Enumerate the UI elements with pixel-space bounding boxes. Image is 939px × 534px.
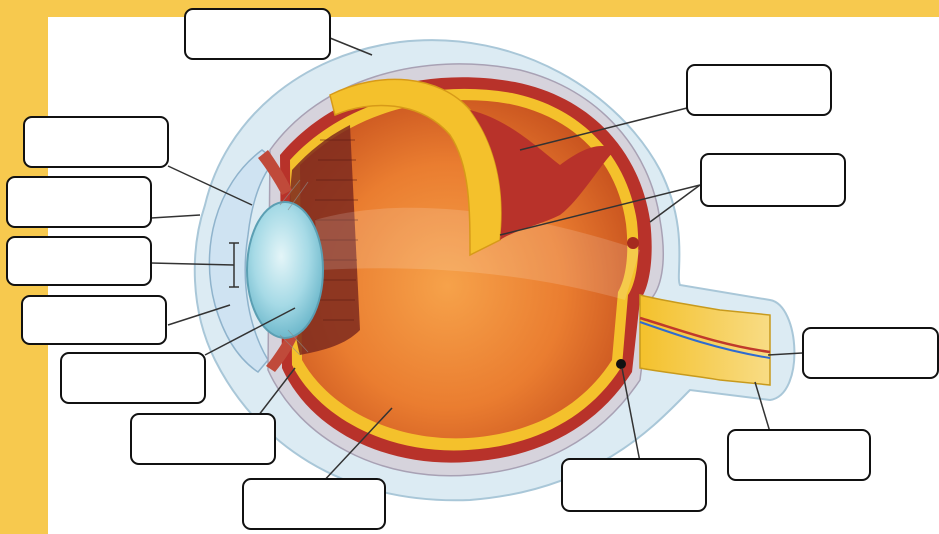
label-box-cornea-top[interactable] bbox=[184, 8, 331, 60]
optic-disc bbox=[627, 237, 639, 249]
label-box-left-1[interactable] bbox=[23, 116, 169, 168]
blind-spot-dot bbox=[616, 359, 626, 369]
label-box-bottom-right-2[interactable] bbox=[561, 458, 707, 512]
lens bbox=[247, 202, 323, 338]
label-box-bottom-left-2[interactable] bbox=[242, 478, 386, 530]
label-box-left-4[interactable] bbox=[21, 295, 167, 345]
label-box-right-mid[interactable] bbox=[802, 327, 939, 379]
label-box-left-3[interactable] bbox=[6, 236, 152, 286]
label-box-right-top-2[interactable] bbox=[700, 153, 846, 207]
label-box-left-2[interactable] bbox=[6, 176, 152, 228]
label-box-bottom-right-1[interactable] bbox=[727, 429, 871, 481]
label-box-left-5[interactable] bbox=[60, 352, 206, 404]
label-box-right-top-1[interactable] bbox=[686, 64, 832, 116]
label-box-bottom-left-1[interactable] bbox=[130, 413, 276, 465]
